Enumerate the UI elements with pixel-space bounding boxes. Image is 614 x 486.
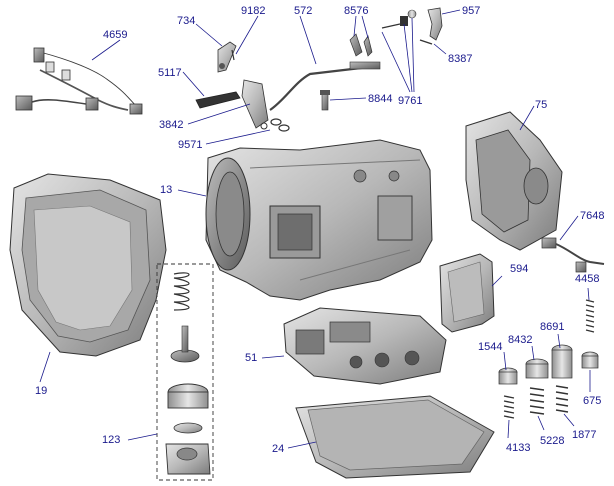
shift-rod-part [269,61,381,111]
label-1544: 1544 [478,341,502,353]
label-4659: 4659 [103,29,127,41]
label-3842: 3842 [159,119,183,131]
label-594: 594 [510,263,528,275]
label-8387: 8387 [448,53,472,65]
label-8844: 8844 [368,93,392,105]
label-734: 734 [177,15,195,27]
cover-plate-part [439,253,495,333]
label-24: 24 [272,443,284,455]
label-5228: 5228 [540,435,564,447]
small-clips-parts [349,7,443,57]
label-7648: 7648 [580,210,604,222]
label-19: 19 [35,385,47,397]
label-572: 572 [294,5,312,17]
label-4458: 4458 [575,273,599,285]
leader-lines [39,9,591,449]
oil-pan-part [295,395,495,479]
speed-sensor-part [541,237,605,273]
shift-linkage-parts [195,41,290,132]
accumulator-kit-part [156,263,214,481]
wiring-harness-part [15,47,143,115]
sensor-part [320,90,330,111]
label-9182: 9182 [241,5,265,17]
label-13: 13 [160,184,172,196]
extension-housing-part [465,111,563,251]
label-1877: 1877 [572,429,596,441]
label-8691: 8691 [540,321,564,333]
label-9571: 9571 [178,139,202,151]
label-8576: 8576 [344,5,368,17]
transmission-case-part [205,139,433,301]
label-51: 51 [245,352,257,364]
label-957: 957 [462,5,480,17]
label-675: 675 [583,395,601,407]
label-75: 75 [535,99,547,111]
pistons-and-springs-parts [498,299,599,419]
label-9761: 9761 [398,95,422,107]
part-labels: 4659 734 9182 572 8576 957 8387 9761 511… [35,5,604,455]
bell-housing-part [9,173,167,357]
label-123: 123 [102,434,120,446]
label-5117: 5117 [158,67,182,79]
label-8432: 8432 [508,334,532,346]
label-4133: 4133 [506,442,530,454]
valve-body-part [283,307,447,385]
